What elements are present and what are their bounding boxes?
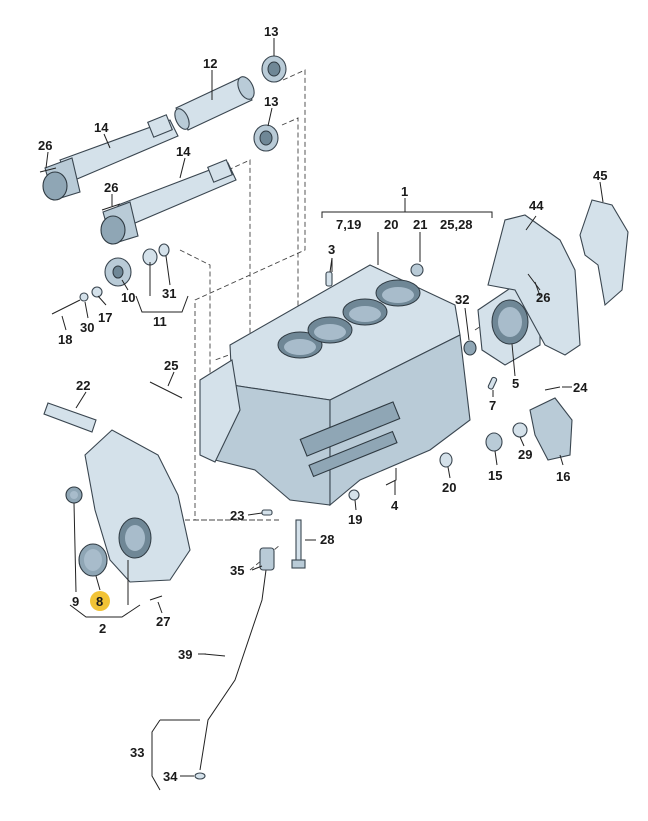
callout-27: 27 <box>156 614 170 629</box>
callout-25: 25 <box>164 358 178 373</box>
callout-28: 28 <box>320 532 334 547</box>
callout-13-a: 13 <box>264 24 278 39</box>
gasket-44 <box>487 214 581 356</box>
callout-4: 4 <box>391 498 399 513</box>
highlight-marker <box>90 591 110 611</box>
bearing-tube <box>174 76 255 131</box>
callout-31: 31 <box>162 286 176 301</box>
balance-shaft-lower <box>100 159 237 245</box>
callout-15: 15 <box>488 468 502 483</box>
cylinder-block <box>199 264 471 507</box>
callout-45: 45 <box>593 168 607 183</box>
callout-26-a: 26 <box>38 138 52 153</box>
callout-23: 23 <box>230 508 244 523</box>
callout-12: 12 <box>203 56 217 71</box>
callout-labels: 1 7,19 20 21 25,28 2 3 4 5 7 8 9 10 11 1… <box>38 24 607 784</box>
callout-3: 3 <box>328 242 335 257</box>
shaft-seal-8 <box>78 543 108 577</box>
callout-1-sub-c: 21 <box>413 217 427 232</box>
jet-4 <box>385 468 397 486</box>
plug-20 <box>439 452 453 468</box>
callout-17: 17 <box>98 310 112 325</box>
callout-2: 2 <box>99 621 106 636</box>
bolt-24 <box>544 386 561 391</box>
seal-32 <box>463 340 477 356</box>
callout-32: 32 <box>455 292 469 307</box>
callout-44: 44 <box>529 198 544 213</box>
callout-1-sub-b: 20 <box>384 217 398 232</box>
callout-13-b: 13 <box>264 94 278 109</box>
callout-39: 39 <box>178 647 192 662</box>
callout-26-c: 26 <box>536 290 550 305</box>
screw-26-b <box>101 203 121 211</box>
needle-bearing-lower <box>253 124 279 152</box>
callout-26-b: 26 <box>104 180 118 195</box>
drive-sprocket-group <box>51 243 170 315</box>
plug-21 <box>410 263 424 277</box>
screw-26-c <box>527 273 541 291</box>
callout-8: 8 <box>96 594 103 609</box>
seal-19 <box>348 489 360 501</box>
callout-16: 16 <box>556 469 570 484</box>
bolt-27 <box>149 595 163 601</box>
callout-35: 35 <box>230 563 244 578</box>
seal-ring-9 <box>65 486 83 504</box>
callout-24: 24 <box>573 380 588 395</box>
callout-20: 20 <box>442 480 456 495</box>
callout-1-sub-a: 7,19 <box>336 217 361 232</box>
callout-1-sub-d: 25,28 <box>440 217 473 232</box>
callout-14-b: 14 <box>176 144 191 159</box>
dipstick-guide-tube <box>194 547 275 780</box>
callout-9: 9 <box>72 594 79 609</box>
bolt-25 <box>149 381 183 399</box>
stud-23 <box>261 509 273 516</box>
pin-7 <box>487 376 498 390</box>
callout-5: 5 <box>512 376 519 391</box>
timing-cover <box>84 429 191 583</box>
callout-19: 19 <box>348 512 362 527</box>
callout-10: 10 <box>121 290 135 305</box>
callout-1: 1 <box>401 184 408 199</box>
callout-34: 34 <box>163 769 178 784</box>
bolt-39 <box>203 653 226 657</box>
callout-14-a: 14 <box>94 120 109 135</box>
callout-33: 33 <box>130 745 144 760</box>
callout-29: 29 <box>518 447 532 462</box>
bolt-28 <box>291 519 306 569</box>
needle-bearing-upper <box>261 55 287 83</box>
screw-26-a <box>39 167 57 173</box>
leader-lines <box>45 38 604 791</box>
callout-11: 11 <box>153 314 167 329</box>
dowel-pin-3 <box>325 271 333 287</box>
callout-30: 30 <box>80 320 94 335</box>
sender-29 <box>512 422 528 438</box>
callout-22: 22 <box>76 378 90 393</box>
cover-45 <box>579 199 629 307</box>
bracket-16 <box>529 397 573 461</box>
callout-7: 7 <box>489 398 496 413</box>
callout-18: 18 <box>58 332 72 347</box>
plug-15 <box>485 432 503 452</box>
sealant-tube-22 <box>43 402 97 433</box>
